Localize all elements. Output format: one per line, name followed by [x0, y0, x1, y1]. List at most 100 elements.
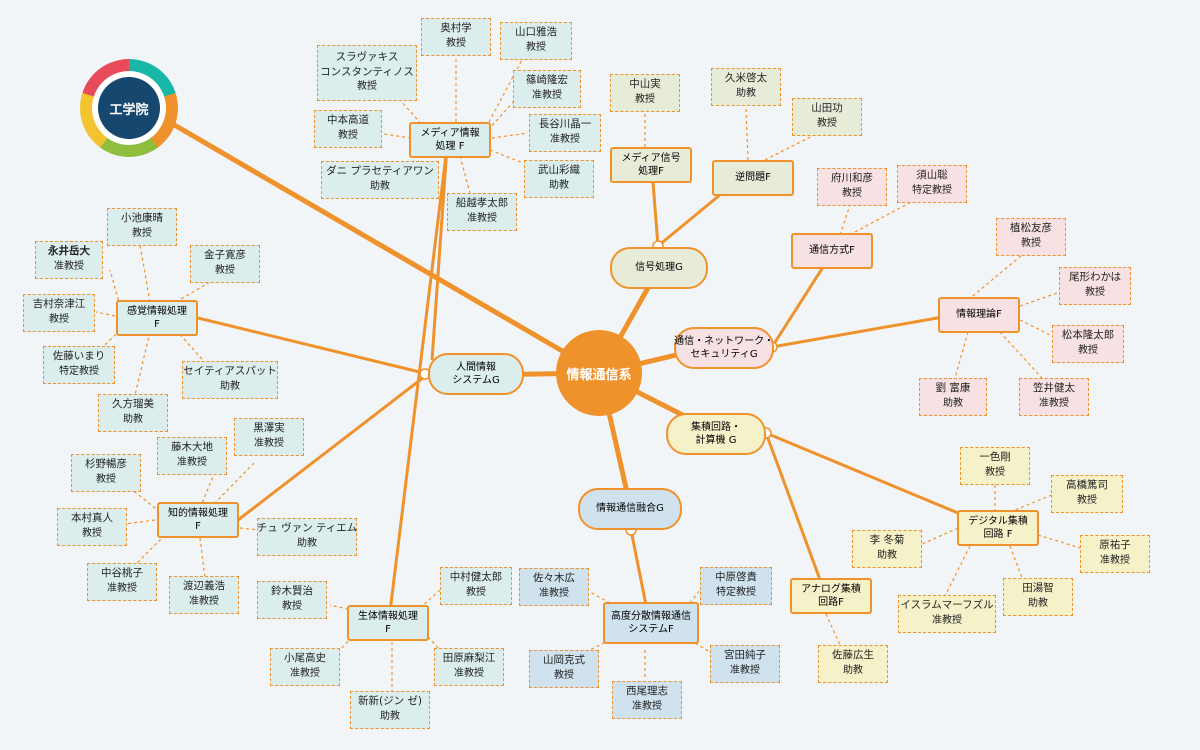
school-logo: 工学院	[80, 59, 178, 157]
person-name: 高橋篤司	[1066, 479, 1108, 492]
person-kukata[interactable]: 久方瑠美助教	[98, 394, 168, 432]
group-tsushin-hoshiki[interactable]: 通信方式F	[791, 233, 873, 269]
hub-shingo[interactable]: 信号処理G	[610, 247, 708, 289]
person-tada[interactable]: 田湯智助教	[1003, 578, 1073, 616]
person-ryu[interactable]: 劉 富康助教	[919, 378, 987, 416]
person-title: 教授	[985, 467, 1005, 479]
person-slavakis[interactable]: スラヴァキス コンスタンティノス教授	[317, 45, 417, 101]
person-yamada[interactable]: 山田功教授	[792, 98, 862, 136]
person-title: 教授	[338, 130, 358, 142]
node-label-line: F	[385, 624, 391, 635]
person-connector	[139, 244, 151, 303]
node-label-line: F	[195, 521, 201, 532]
hub-shuseki[interactable]: 集積回路・計算機 G	[666, 413, 766, 455]
node-label-line: システムG	[452, 375, 500, 386]
group-gyaku[interactable]: 逆問題F	[712, 160, 794, 196]
person-name: セイティアスパット	[183, 365, 277, 378]
person-sato-h[interactable]: 佐藤広生助教	[818, 645, 888, 683]
person-title: 准教授	[532, 90, 562, 102]
person-seitiya[interactable]: セイティアスパット助教	[182, 361, 278, 399]
person-connector	[589, 639, 611, 651]
person-lee[interactable]: 李 冬菊助教	[852, 530, 922, 568]
group-joho-riron[interactable]: 情報理論F	[938, 297, 1020, 333]
person-suyama[interactable]: 須山聡特定教授	[897, 165, 967, 203]
person-kasai[interactable]: 笠井健太准教授	[1019, 378, 1089, 416]
person-title: 助教	[380, 711, 400, 723]
person-name: 渡辺義浩	[183, 580, 225, 593]
person-hara[interactable]: 原祐子准教授	[1080, 535, 1150, 573]
person-name: イスラムマーフズル	[900, 599, 994, 612]
person-name: 藤木大地	[171, 441, 213, 454]
hub-tsushin[interactable]: 通信・ネットワーク・セキュリティG	[674, 327, 774, 369]
person-title: 准教授	[1039, 398, 1069, 410]
person-name: チュ ヴァン ティエム	[256, 522, 358, 535]
person-shinozaki[interactable]: 篠崎隆宏准教授	[513, 70, 581, 108]
person-chu[interactable]: チュ ヴァン ティエム助教	[257, 518, 357, 556]
person-name: 久米啓太	[725, 72, 767, 85]
person-ichiiro[interactable]: 一色剛教授	[960, 447, 1030, 485]
person-nishio[interactable]: 西尾理志准教授	[612, 681, 682, 719]
person-koike[interactable]: 小池康晴教授	[107, 208, 177, 246]
person-connector	[1009, 494, 1053, 513]
group-kodo[interactable]: 高度分散情報通信システムF	[603, 602, 699, 644]
person-dani[interactable]: ダニ プラセティアワン助教	[321, 161, 439, 199]
person-takahashi[interactable]: 高橋篤司教授	[1051, 475, 1123, 513]
person-nakahara[interactable]: 中原啓貴特定教授	[700, 567, 772, 605]
hub-yugo[interactable]: 情報通信融合G	[578, 488, 682, 530]
person-okumura[interactable]: 奥村学教授	[421, 18, 491, 56]
person-nakamoto[interactable]: 中本高道教授	[314, 110, 382, 148]
person-title: 助教	[549, 180, 569, 192]
person-tahara[interactable]: 田原麻梨江准教授	[434, 648, 504, 686]
person-name: 久方瑠美	[112, 398, 154, 411]
person-connector	[839, 204, 851, 236]
person-name: ダニ プラセティアワン	[326, 165, 434, 178]
center-node[interactable]: 情報通信系	[556, 330, 642, 416]
person-nakamura-k[interactable]: 中村健太郎教授	[440, 567, 512, 605]
person-kaneko[interactable]: 金子寛彦教授	[190, 245, 260, 283]
person-islam[interactable]: イスラムマーフズル准教授	[898, 595, 996, 633]
person-niiza[interactable]: 新新(ジン ゼ)助教	[350, 691, 430, 729]
person-sugino[interactable]: 杉野暢彦教授	[71, 454, 141, 492]
person-nagai[interactable]: 永井岳大准教授	[35, 241, 103, 279]
person-suzuki[interactable]: 鈴木賢治教授	[257, 581, 327, 619]
hub-jinkan[interactable]: 人間情報システムG	[428, 353, 524, 395]
person-fuchikawa[interactable]: 府川和彦教授	[817, 168, 887, 206]
person-nakaya[interactable]: 中谷桃子准教授	[87, 563, 157, 601]
person-nakayama[interactable]: 中山実教授	[610, 74, 680, 112]
group-media[interactable]: メディア情報処理 F	[409, 122, 491, 158]
person-name: 黒澤実	[253, 422, 285, 435]
person-uematsu[interactable]: 植松友彦教授	[996, 218, 1066, 256]
person-takeyama[interactable]: 武山彩織助教	[524, 160, 594, 198]
person-oyama[interactable]: 小尾高史准教授	[270, 648, 340, 686]
person-hasegawa[interactable]: 長谷川晶一准教授	[529, 114, 601, 152]
group-media-signal[interactable]: メディア信号処理F	[610, 147, 692, 183]
group-analog[interactable]: アナログ集積回路F	[790, 578, 872, 614]
person-name: 吉村奈津江	[32, 298, 86, 311]
person-kurosawa[interactable]: 黒澤実准教授	[234, 418, 304, 456]
person-title: 教授	[635, 94, 655, 106]
person-sasaki[interactable]: 佐々木広准教授	[519, 568, 589, 606]
node-label-line: 情報理論F	[956, 309, 1002, 321]
person-yamaguchi[interactable]: 山口雅浩教授	[500, 22, 572, 60]
node-label-line: メディア情報	[420, 127, 480, 139]
person-kume[interactable]: 久米啓太助教	[711, 68, 781, 106]
person-name: 金子寛彦	[204, 249, 246, 262]
group-digital[interactable]: デジタル集積回路 F	[957, 510, 1039, 546]
person-connector	[95, 311, 116, 317]
person-name: 一色剛	[979, 451, 1011, 464]
person-yamaoka[interactable]: 山岡克式教授	[529, 650, 599, 688]
person-ogata[interactable]: 尾形わかは教授	[1059, 267, 1131, 305]
person-motomura[interactable]: 本村真人教授	[57, 508, 127, 546]
person-funakoshi[interactable]: 船越孝太郎准教授	[447, 193, 517, 231]
person-matsumoto[interactable]: 松本隆太郎教授	[1052, 325, 1124, 363]
wire-media-signal	[651, 181, 660, 247]
wire-chiteki	[237, 372, 429, 522]
person-fujiki[interactable]: 藤木大地准教授	[157, 437, 227, 475]
person-watanabe[interactable]: 渡辺義浩准教授	[169, 576, 239, 614]
person-miyata[interactable]: 宮田純子准教授	[710, 645, 780, 683]
person-sato-imari[interactable]: 佐藤いまり特定教授	[43, 346, 115, 384]
person-yoshimura[interactable]: 吉村奈津江教授	[23, 294, 95, 332]
